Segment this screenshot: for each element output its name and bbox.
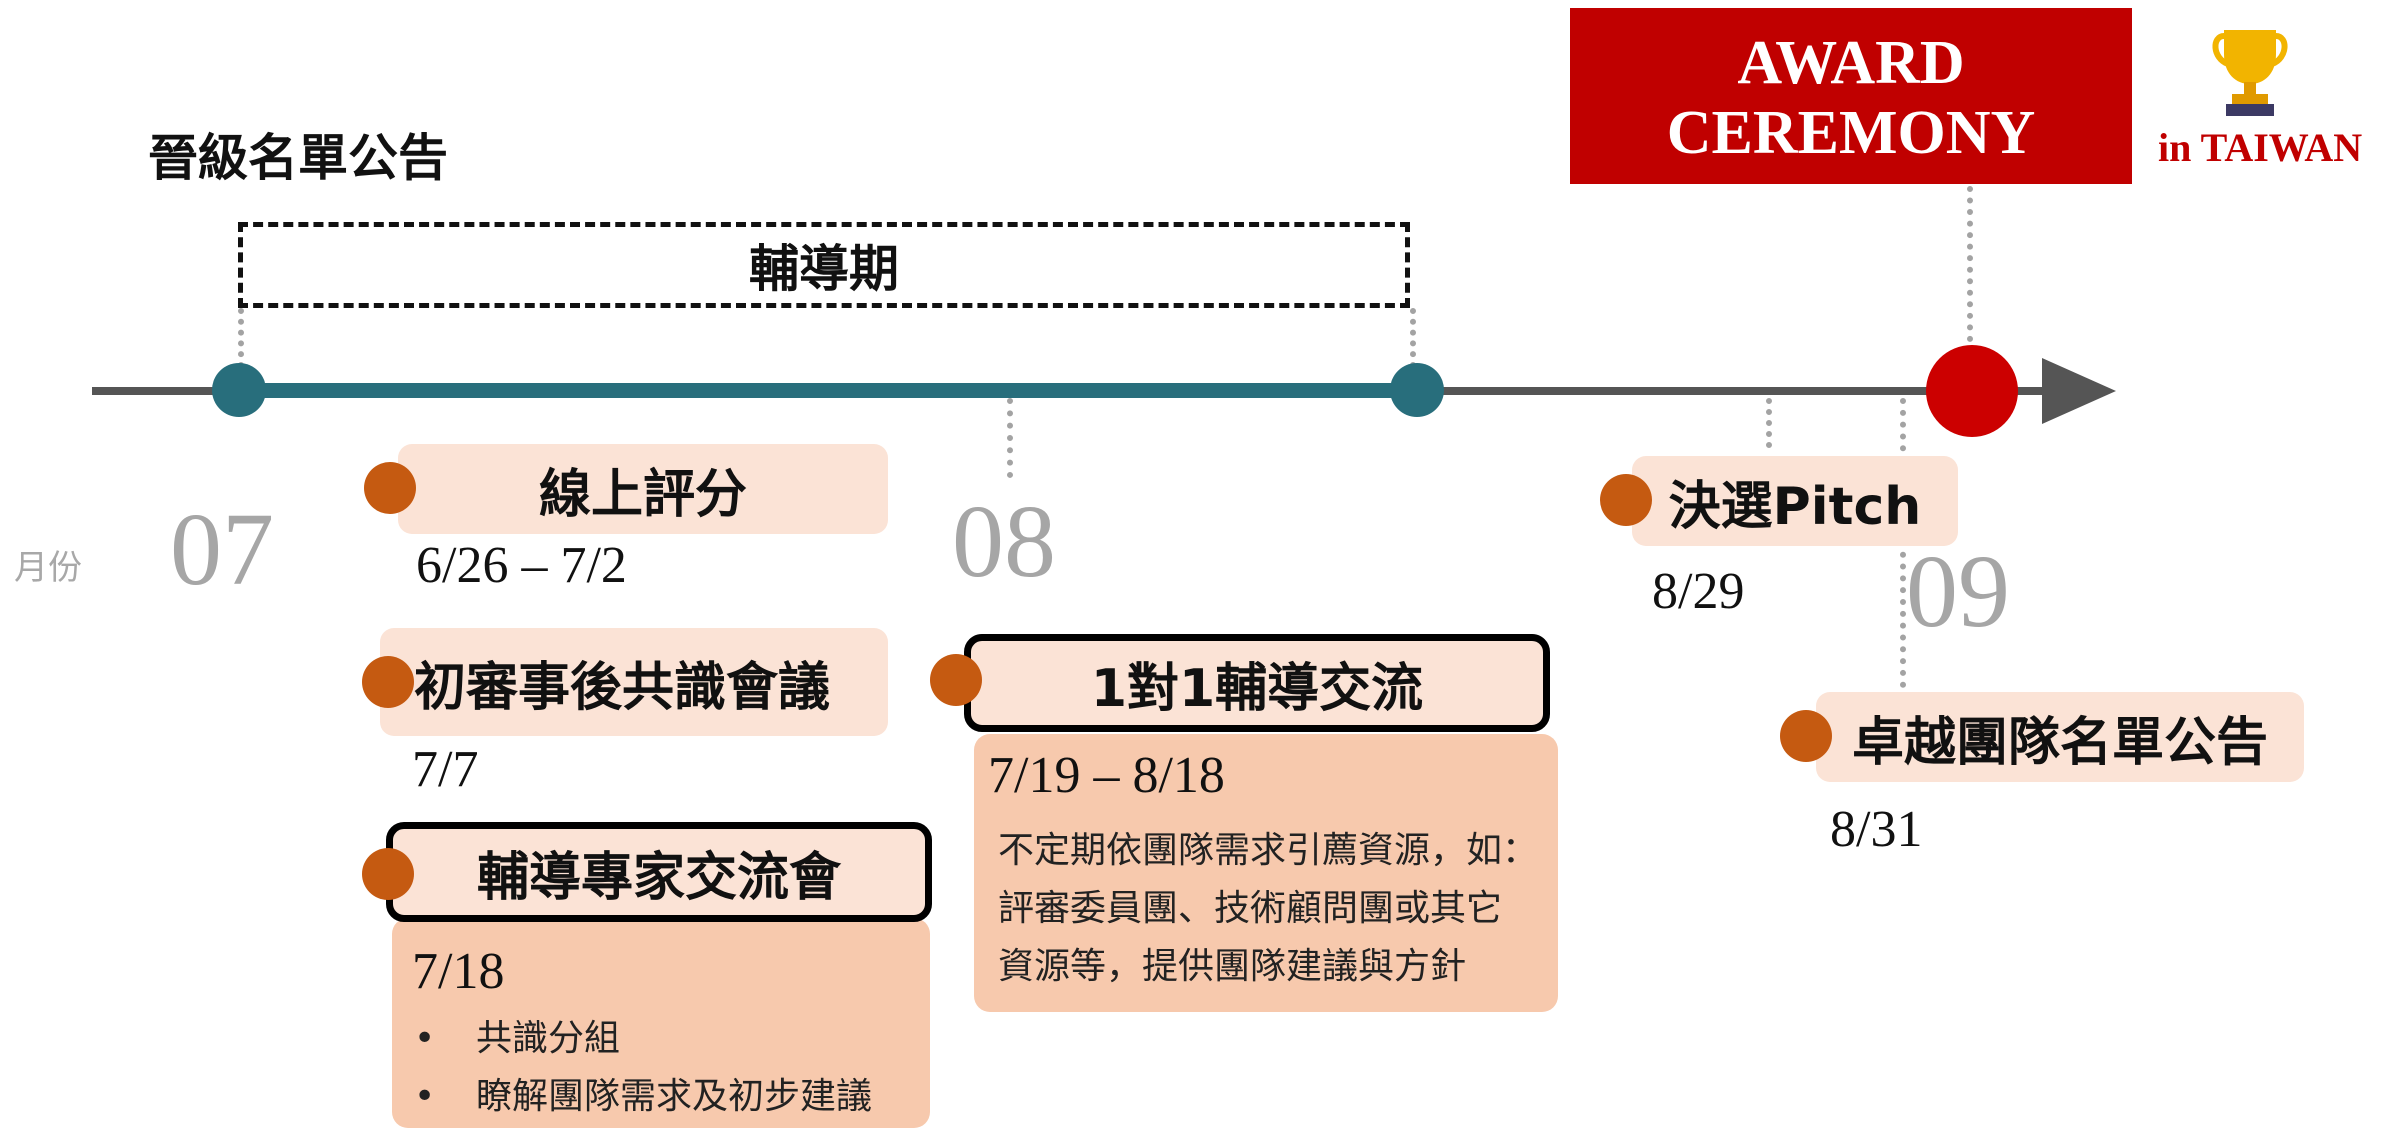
event-expert-exchange-title: 輔導專家交流會 bbox=[476, 847, 841, 908]
event-one-on-one-dot bbox=[930, 654, 982, 706]
month-09: 09 bbox=[1906, 534, 2010, 649]
award-ceremony-banner: AWARD CEREMONY bbox=[1570, 8, 2132, 184]
event-one-on-one-title: 1對1輔導交流 bbox=[1090, 658, 1424, 719]
event-consensus-meeting-dot bbox=[362, 656, 414, 708]
event-excellence-list: 卓越團隊名單公告 bbox=[1816, 692, 2304, 782]
event-one-on-one-detail bbox=[974, 734, 1558, 1012]
event-one-on-one: 1對1輔導交流 bbox=[964, 634, 1550, 732]
award-location: in TAIWAN bbox=[2158, 125, 2363, 170]
trophy-icon bbox=[2212, 30, 2288, 116]
announcement-title: 晉級名單公告 bbox=[148, 129, 448, 187]
event-consensus-meeting-date: 7/7 bbox=[412, 741, 479, 798]
event-online-scoring-dot bbox=[364, 462, 416, 514]
connector-aug bbox=[1007, 398, 1013, 478]
event-consensus-meeting-title: 初審事後共識會議 bbox=[414, 657, 831, 718]
event-excellence-list-dot bbox=[1780, 710, 1832, 762]
event-final-pitch-date: 8/29 bbox=[1652, 563, 1745, 620]
month-07: 07 bbox=[170, 492, 274, 607]
connector-start bbox=[238, 308, 244, 368]
list-item: •瞭解團隊需求及初步建議 bbox=[414, 1076, 873, 1117]
event-expert-exchange: 輔導專家交流會 bbox=[386, 822, 932, 922]
coaching-start-marker bbox=[212, 363, 266, 417]
event-excellence-list-date: 8/31 bbox=[1830, 801, 1923, 858]
event-online-scoring-date: 6/26 – 7/2 bbox=[416, 537, 627, 594]
month-08: 08 bbox=[952, 484, 1056, 599]
event-excellence-list-title: 卓越團隊名單公告 bbox=[1851, 712, 2268, 773]
coaching-period-box: 輔導期 bbox=[238, 222, 1410, 308]
event-expert-exchange-date: 7/18 bbox=[412, 943, 505, 1000]
event-final-pitch-dot bbox=[1600, 474, 1652, 526]
event-expert-exchange-dot bbox=[362, 848, 414, 900]
timeline-arrow-icon bbox=[2042, 358, 2116, 424]
event-online-scoring-title: 線上評分 bbox=[538, 464, 747, 525]
coaching-period-label: 輔導期 bbox=[749, 240, 899, 298]
connector-award bbox=[1967, 186, 1973, 342]
coaching-end-marker bbox=[1390, 363, 1444, 417]
award-line-1: AWARD bbox=[1737, 29, 1965, 97]
coaching-period-bar bbox=[238, 383, 1418, 398]
connector-pitch bbox=[1766, 398, 1772, 448]
award-line-2: CEREMONY bbox=[1666, 99, 2036, 167]
bullet-list: •共識分組 •瞭解團隊需求及初步建議 bbox=[414, 1010, 872, 1126]
event-final-pitch: 決選Pitch bbox=[1632, 456, 1958, 546]
event-consensus-meeting: 初審事後共識會議 bbox=[380, 628, 888, 736]
event-online-scoring: 線上評分 bbox=[398, 444, 888, 534]
list-item: •共識分組 bbox=[414, 1018, 621, 1059]
month-axis-label: 月份 bbox=[14, 548, 82, 588]
event-one-on-one-description: 不定期依團隊需求引薦資源，如： 評審委員團、技術顧問團或其它 資源等，提供團隊建… bbox=[998, 830, 1539, 987]
connector-end bbox=[1410, 308, 1416, 368]
event-final-pitch-title: 決選Pitch bbox=[1668, 476, 1922, 537]
event-expert-exchange-detail bbox=[392, 918, 930, 1128]
event-one-on-one-date: 7/19 – 8/18 bbox=[988, 747, 1225, 804]
award-marker bbox=[1926, 345, 2018, 437]
